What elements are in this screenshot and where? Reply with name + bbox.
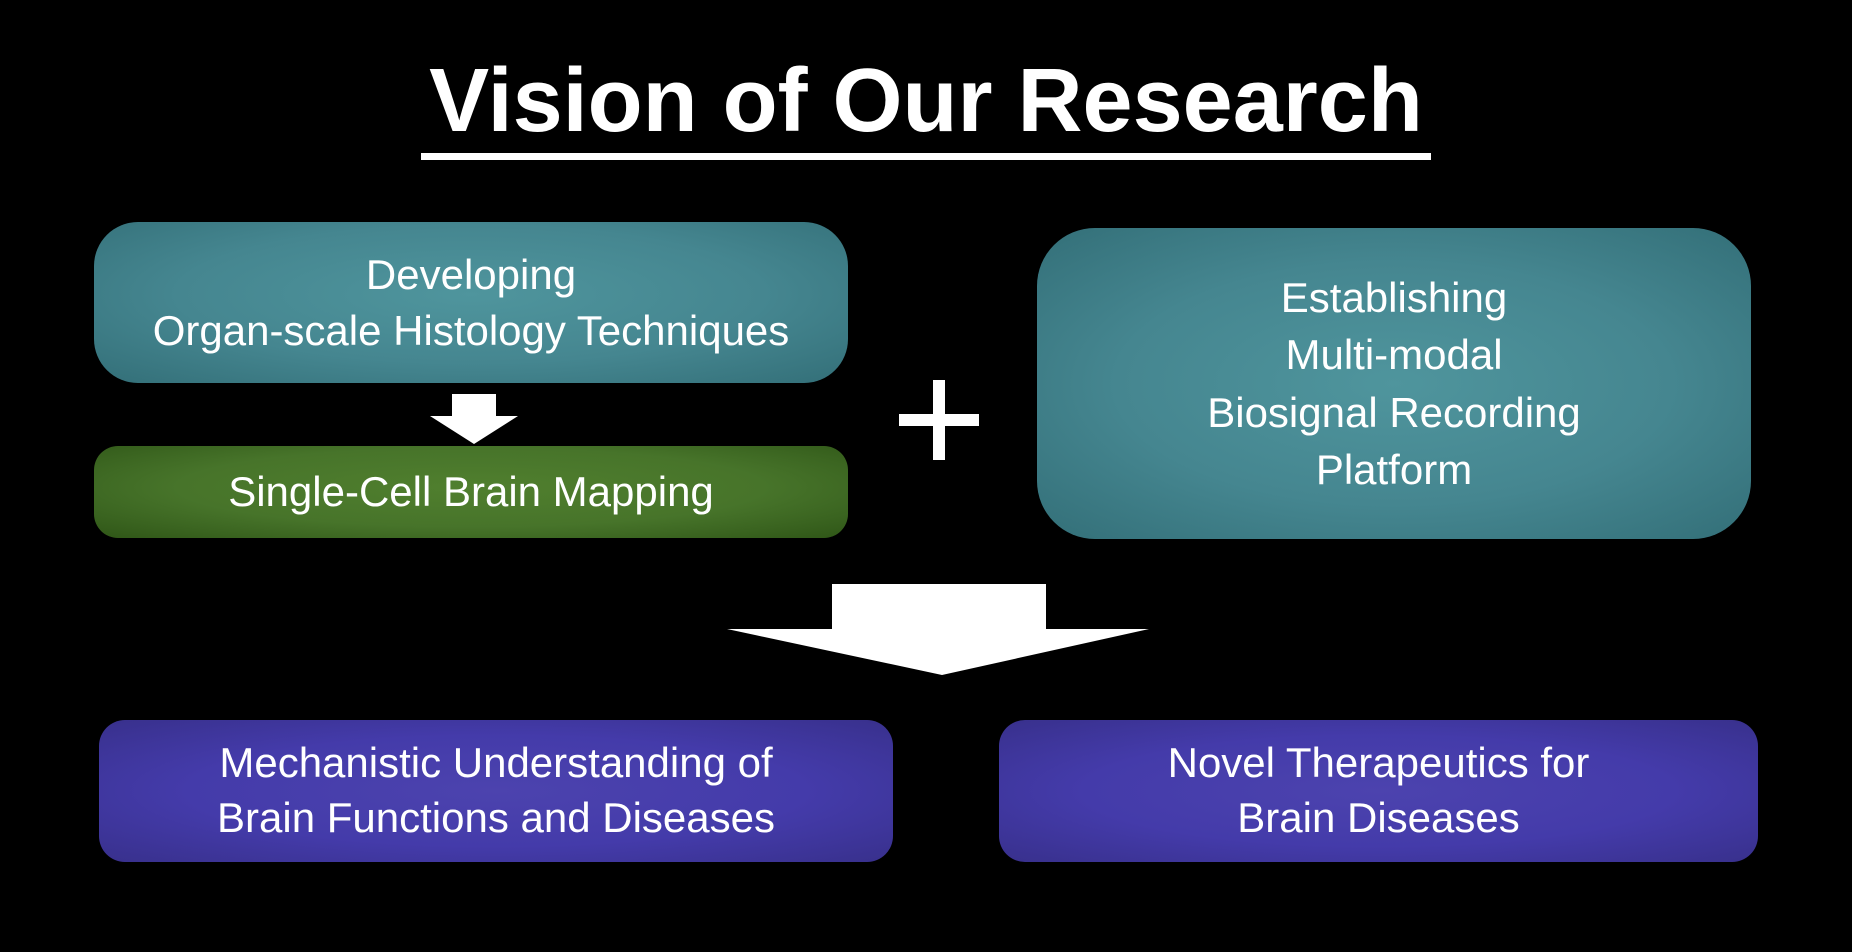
box-biosignal-recording-platform: Establishing Multi-modal Biosignal Recor… [1037,228,1751,539]
box-organ-scale-histology-line-2: Organ-scale Histology Techniques [152,306,790,354]
box-single-cell-brain-mapping: Single-Cell Brain Mapping [94,446,848,538]
box-organ-scale-histology-line-1: Developing [365,251,577,299]
box-biosignal-line-2: Multi-modal [1285,331,1503,379]
page-title-text: Vision of Our Research [421,52,1431,161]
box-therapeutics-line-1: Novel Therapeutics for [1167,739,1590,787]
page-title: Vision of Our Research [0,50,1852,161]
plus-icon [899,380,979,460]
box-novel-therapeutics: Novel Therapeutics for Brain Diseases [999,720,1758,862]
box-biosignal-line-1: Establishing [1280,274,1508,322]
box-mechanistic-line-2: Brain Functions and Diseases [217,794,775,841]
down-arrow-icon [430,394,518,444]
box-biosignal-line-4: Platform [1315,445,1473,493]
box-therapeutics-line-2: Brain Diseases [1237,794,1520,841]
box-organ-scale-histology: Developing Organ-scale Histology Techniq… [94,222,848,383]
plus-icon-horizontal-bar [899,414,979,426]
box-single-cell-brain-mapping-line-1: Single-Cell Brain Mapping [228,467,714,515]
box-mechanistic-line-1: Mechanistic Understanding of [219,739,773,787]
big-down-arrow-icon [727,584,1149,675]
box-mechanistic-understanding: Mechanistic Understanding of Brain Funct… [99,720,893,862]
box-biosignal-line-3: Biosignal Recording [1207,388,1581,436]
